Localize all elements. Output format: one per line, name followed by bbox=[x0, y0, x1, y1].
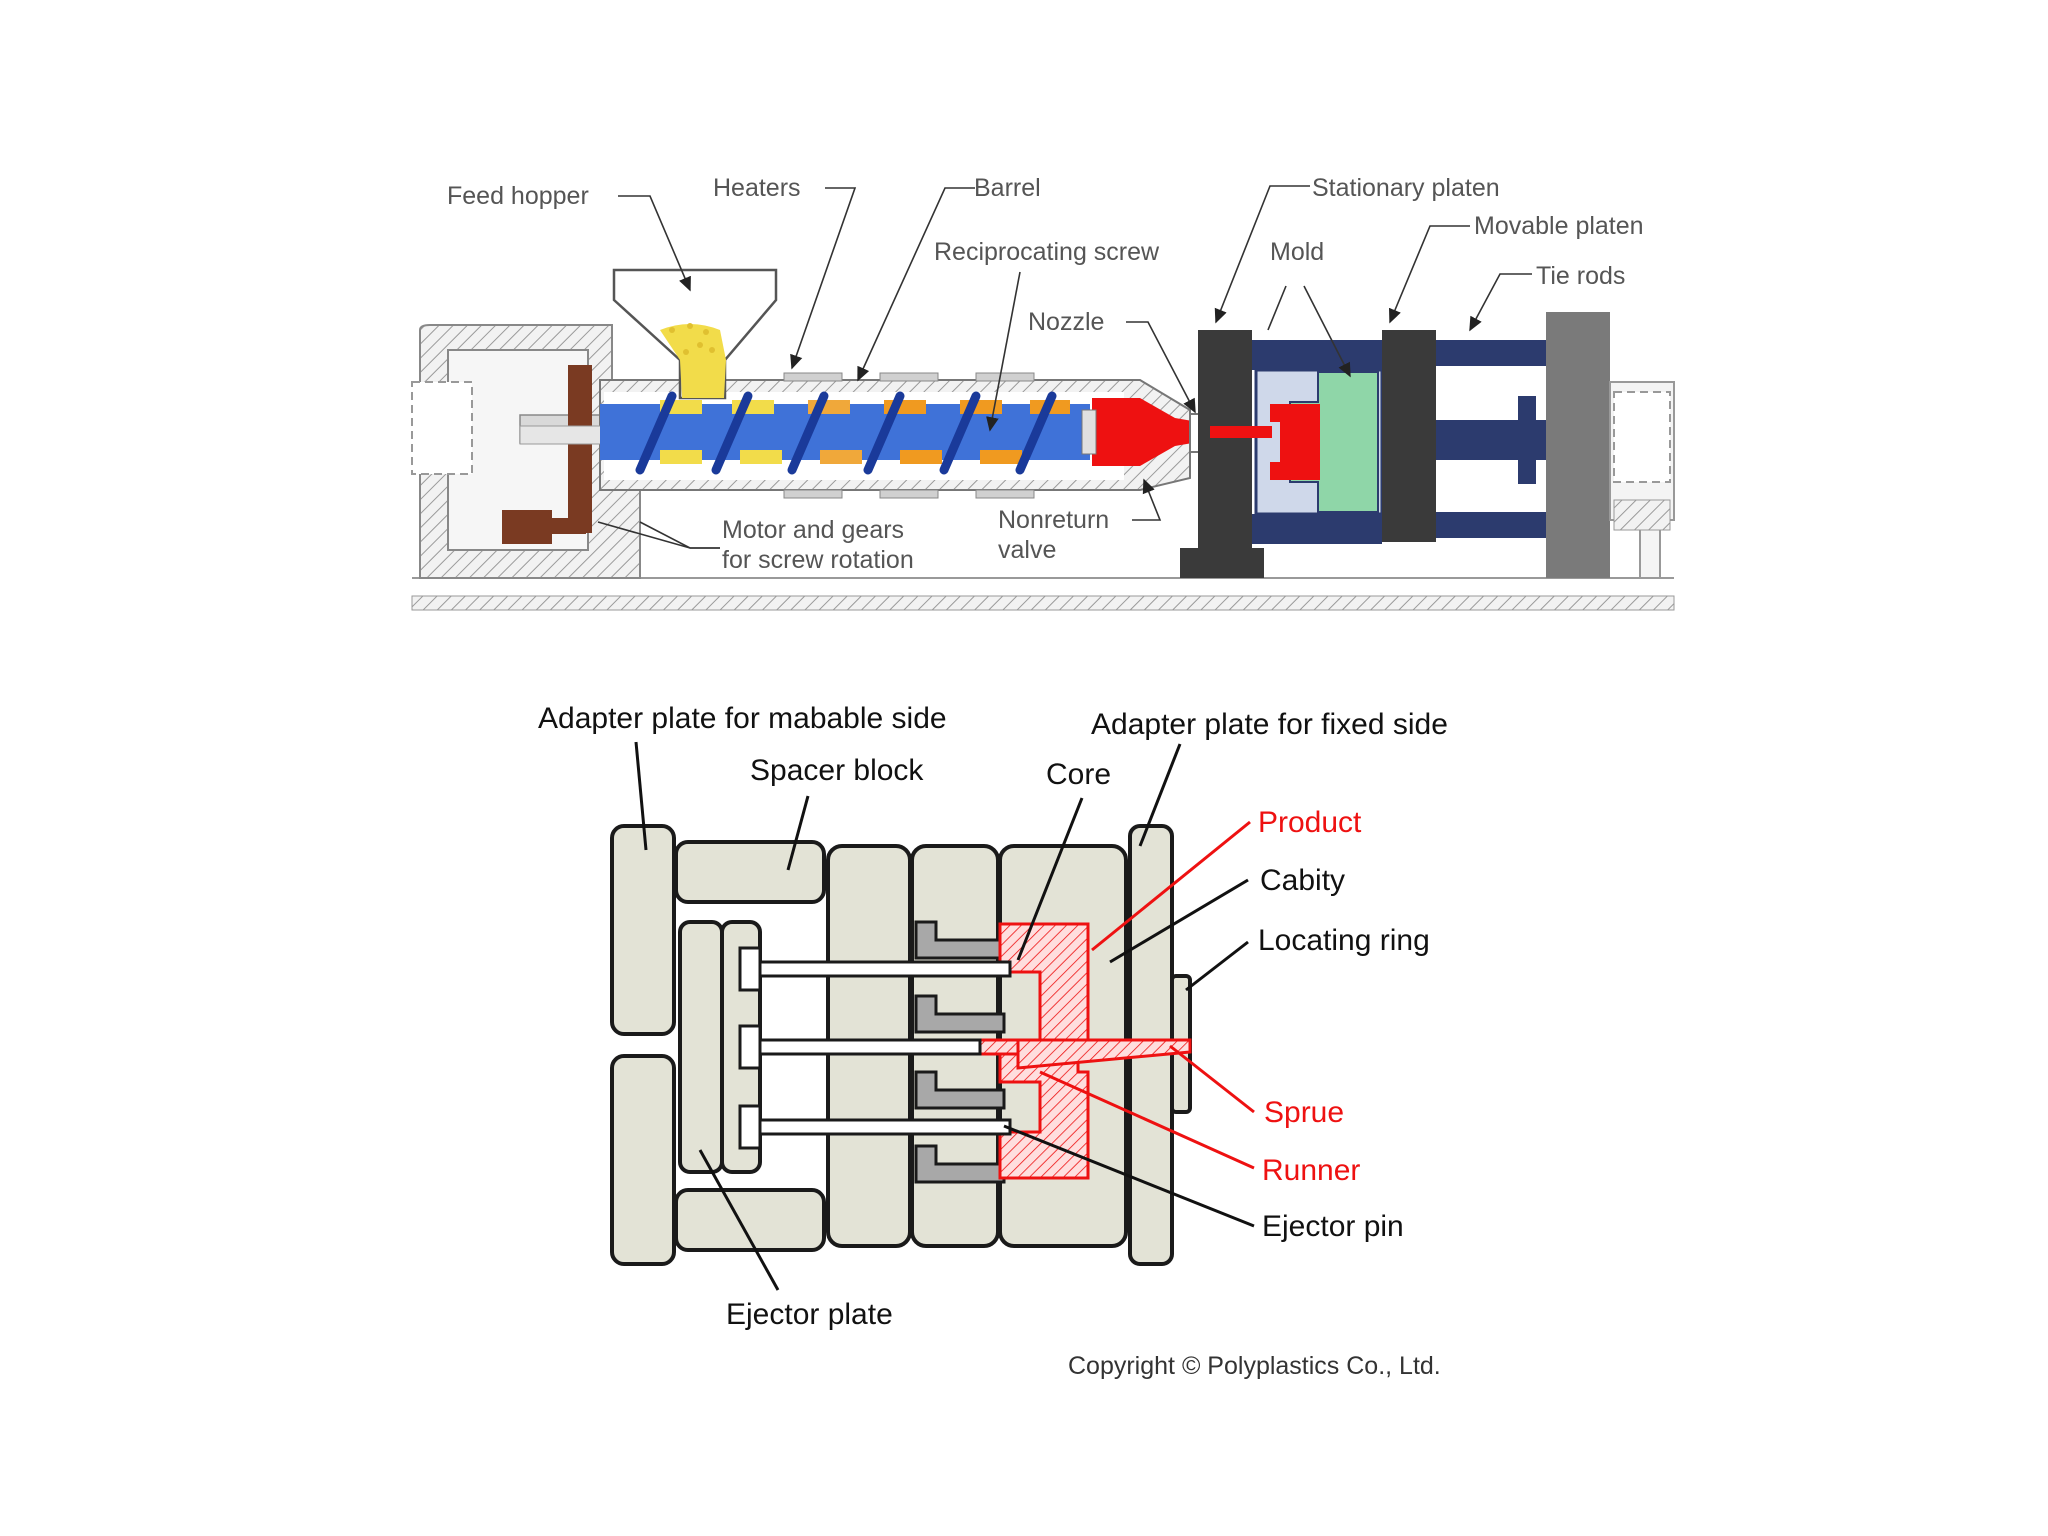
movable-platen bbox=[1382, 330, 1436, 542]
runner bbox=[976, 1038, 1020, 1056]
label-motor-gears-1: Motor and gears bbox=[722, 516, 904, 544]
label-feed-hopper: Feed hopper bbox=[447, 182, 589, 210]
label-cabity: Cabity bbox=[1260, 864, 1345, 897]
label-product: Product bbox=[1258, 806, 1362, 839]
label-mold: Mold bbox=[1270, 238, 1324, 266]
tie-rods bbox=[1436, 340, 1546, 538]
motor-icon bbox=[502, 510, 586, 544]
machine-leader-lines bbox=[597, 185, 1532, 549]
copyright-text: Copyright © Polyplastics Co., Ltd. bbox=[1068, 1352, 1441, 1380]
mold-diagram: Adapter plate for mabable side Adapter p… bbox=[538, 702, 1448, 1380]
sprue bbox=[1016, 1038, 1192, 1070]
label-spacer-block: Spacer block bbox=[750, 754, 924, 787]
label-reciprocating-screw: Reciprocating screw bbox=[934, 238, 1160, 266]
clamp-housing bbox=[1609, 381, 1675, 579]
adapter-plate-movable-lower bbox=[610, 1054, 676, 1266]
label-tie-rods: Tie rods bbox=[1536, 262, 1625, 290]
drive-gear-plate bbox=[568, 365, 592, 533]
label-barrel: Barrel bbox=[974, 174, 1041, 202]
label-nozzle: Nozzle bbox=[1028, 308, 1104, 336]
adapter-plate-movable-upper bbox=[610, 824, 676, 1036]
melt-and-nozzle bbox=[1081, 398, 1216, 466]
label-motor-gears-2: for screw rotation bbox=[722, 546, 914, 574]
label-ejector-pin: Ejector pin bbox=[1262, 1210, 1404, 1243]
label-core: Core bbox=[1046, 758, 1111, 791]
label-locating-ring: Locating ring bbox=[1258, 924, 1430, 957]
label-sprue: Sprue bbox=[1264, 1096, 1344, 1129]
label-heaters: Heaters bbox=[713, 174, 801, 202]
label-ejector-plate: Ejector plate bbox=[726, 1298, 893, 1331]
label-movable-platen: Movable platen bbox=[1474, 212, 1644, 240]
machine-diagram: Feed hopper Heaters Barrel Reciprocating… bbox=[411, 174, 1675, 611]
spacer-block-upper bbox=[674, 840, 826, 904]
stationary-platen bbox=[1198, 330, 1252, 578]
label-nonreturn-1: Nonreturn bbox=[998, 506, 1109, 534]
stationary-platen-foot bbox=[1180, 548, 1264, 578]
label-adapter-fixed: Adapter plate for fixed side bbox=[1091, 708, 1448, 741]
label-stationary-platen: Stationary platen bbox=[1312, 174, 1500, 202]
machine-base-rail bbox=[411, 595, 1675, 611]
label-runner: Runner bbox=[1262, 1154, 1360, 1187]
core bbox=[914, 920, 1006, 1184]
mold bbox=[1210, 340, 1384, 544]
feed-hopper bbox=[612, 268, 778, 400]
mold-leader-lines bbox=[634, 741, 1255, 1291]
reciprocating-screw bbox=[519, 391, 1090, 475]
heater-bands bbox=[783, 372, 1035, 499]
label-adapter-movable: Adapter plate for mabable side bbox=[538, 702, 947, 735]
label-nonreturn-2: valve bbox=[998, 536, 1056, 564]
rear-platen bbox=[1546, 312, 1610, 578]
ejector-plate-outer bbox=[678, 920, 724, 1174]
spacer-block-lower bbox=[674, 1188, 826, 1252]
